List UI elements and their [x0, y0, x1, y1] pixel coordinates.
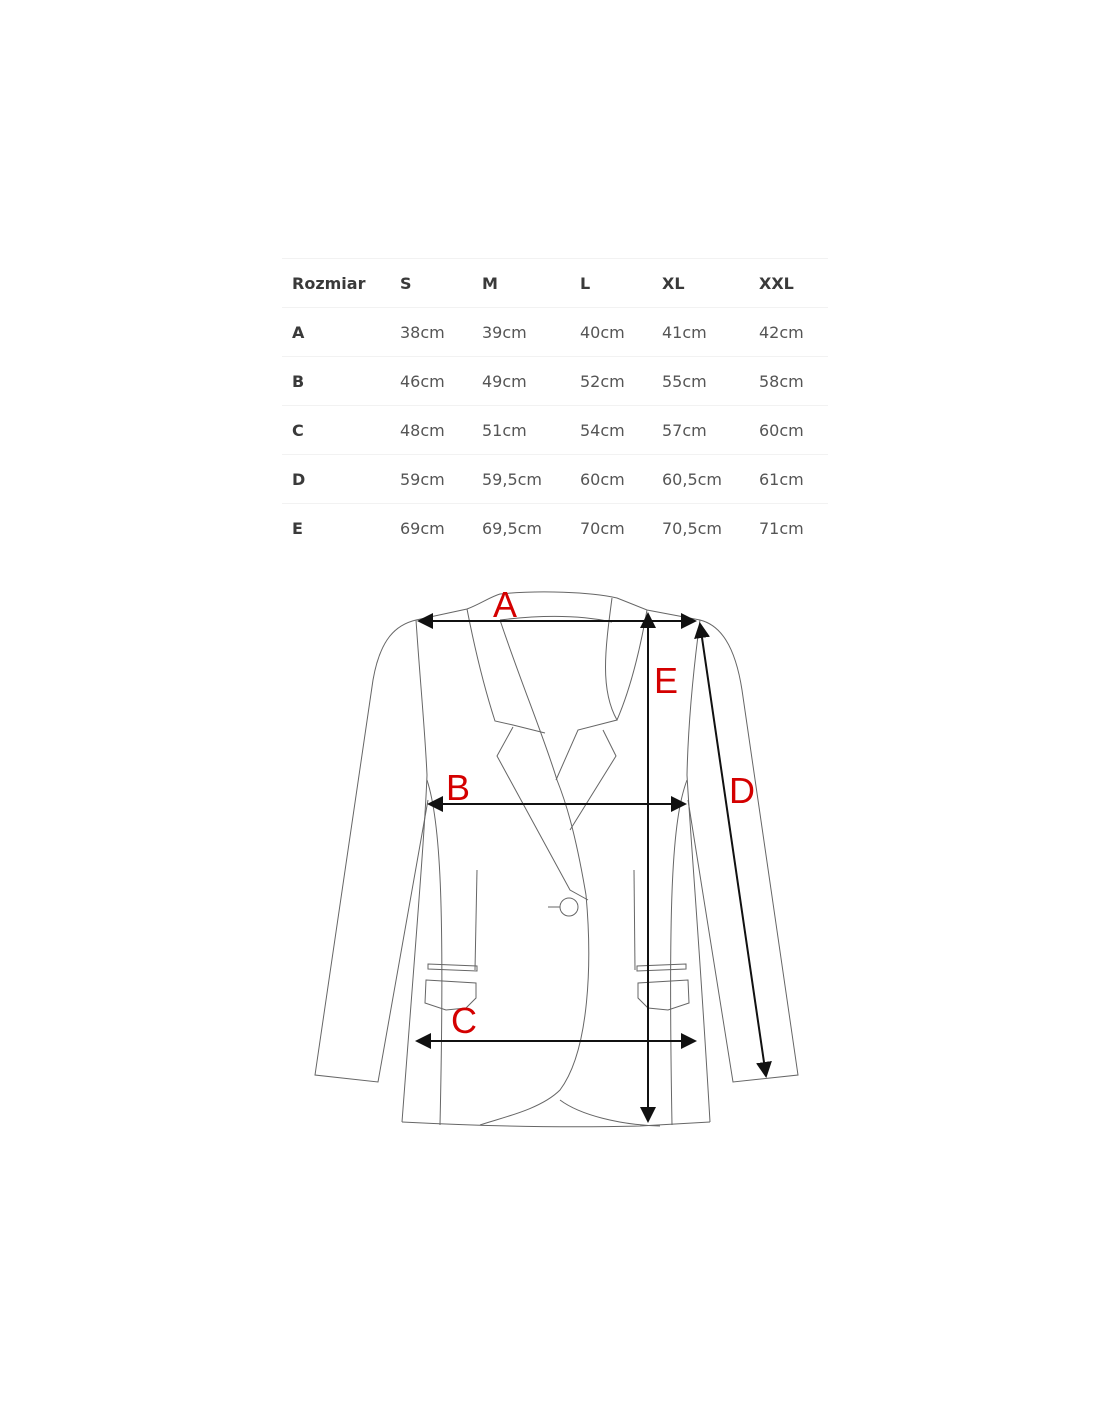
table-cell: 52cm [580, 356, 662, 406]
table-cell: 59,5cm [482, 454, 580, 504]
table-cell: 48cm [400, 405, 482, 455]
table-cell: 70cm [580, 503, 662, 552]
header-cell: XL [662, 258, 759, 308]
size-table: Rozmiar S M L XL XXL A 38cm 39cm 40cm 41… [282, 258, 828, 552]
table-row: E 69cm 69,5cm 70cm 70,5cm 71cm [282, 503, 828, 552]
header-cell: M [482, 258, 580, 308]
jacket-outline [314, 591, 799, 1128]
table-cell: 49cm [482, 356, 580, 406]
measurement-arrows [415, 612, 772, 1123]
table-cell: 54cm [580, 405, 662, 455]
table-cell: 39cm [482, 307, 580, 357]
label-c: C [451, 1000, 477, 1041]
label-b: B [446, 767, 470, 808]
table-cell: 59cm [400, 454, 482, 504]
table-cell: 51cm [482, 405, 580, 455]
header-cell: L [580, 258, 662, 308]
table-cell: 61cm [759, 454, 828, 504]
header-cell: XXL [759, 258, 828, 308]
table-cell: 40cm [580, 307, 662, 357]
label-a: A [493, 584, 517, 625]
table-cell: 41cm [662, 307, 759, 357]
header-cell: S [400, 258, 482, 308]
row-label: C [282, 405, 400, 455]
row-label: B [282, 356, 400, 406]
table-cell: 60cm [759, 405, 828, 455]
table-row: C 48cm 51cm 54cm 57cm 60cm [282, 405, 828, 455]
table-cell: 57cm [662, 405, 759, 455]
table-cell: 69,5cm [482, 503, 580, 552]
row-label: E [282, 503, 400, 552]
table-row: B 46cm 49cm 52cm 55cm 58cm [282, 356, 828, 406]
table-header-row: Rozmiar S M L XL XXL [282, 258, 828, 308]
arrow-d [694, 622, 772, 1078]
header-cell: Rozmiar [282, 258, 400, 308]
table-cell: 58cm [759, 356, 828, 406]
table-row: D 59cm 59,5cm 60cm 60,5cm 61cm [282, 454, 828, 504]
table-cell: 46cm [400, 356, 482, 406]
table-cell: 55cm [662, 356, 759, 406]
table-cell: 69cm [400, 503, 482, 552]
label-e: E [654, 660, 678, 701]
table-cell: 60cm [580, 454, 662, 504]
label-d: D [729, 770, 755, 811]
table-row: A 38cm 39cm 40cm 41cm 42cm [282, 307, 828, 357]
row-label: A [282, 307, 400, 357]
table-cell: 42cm [759, 307, 828, 357]
table-cell: 71cm [759, 503, 828, 552]
table-cell: 38cm [400, 307, 482, 357]
table-cell: 60,5cm [662, 454, 759, 504]
table-cell: 70,5cm [662, 503, 759, 552]
row-label: D [282, 454, 400, 504]
